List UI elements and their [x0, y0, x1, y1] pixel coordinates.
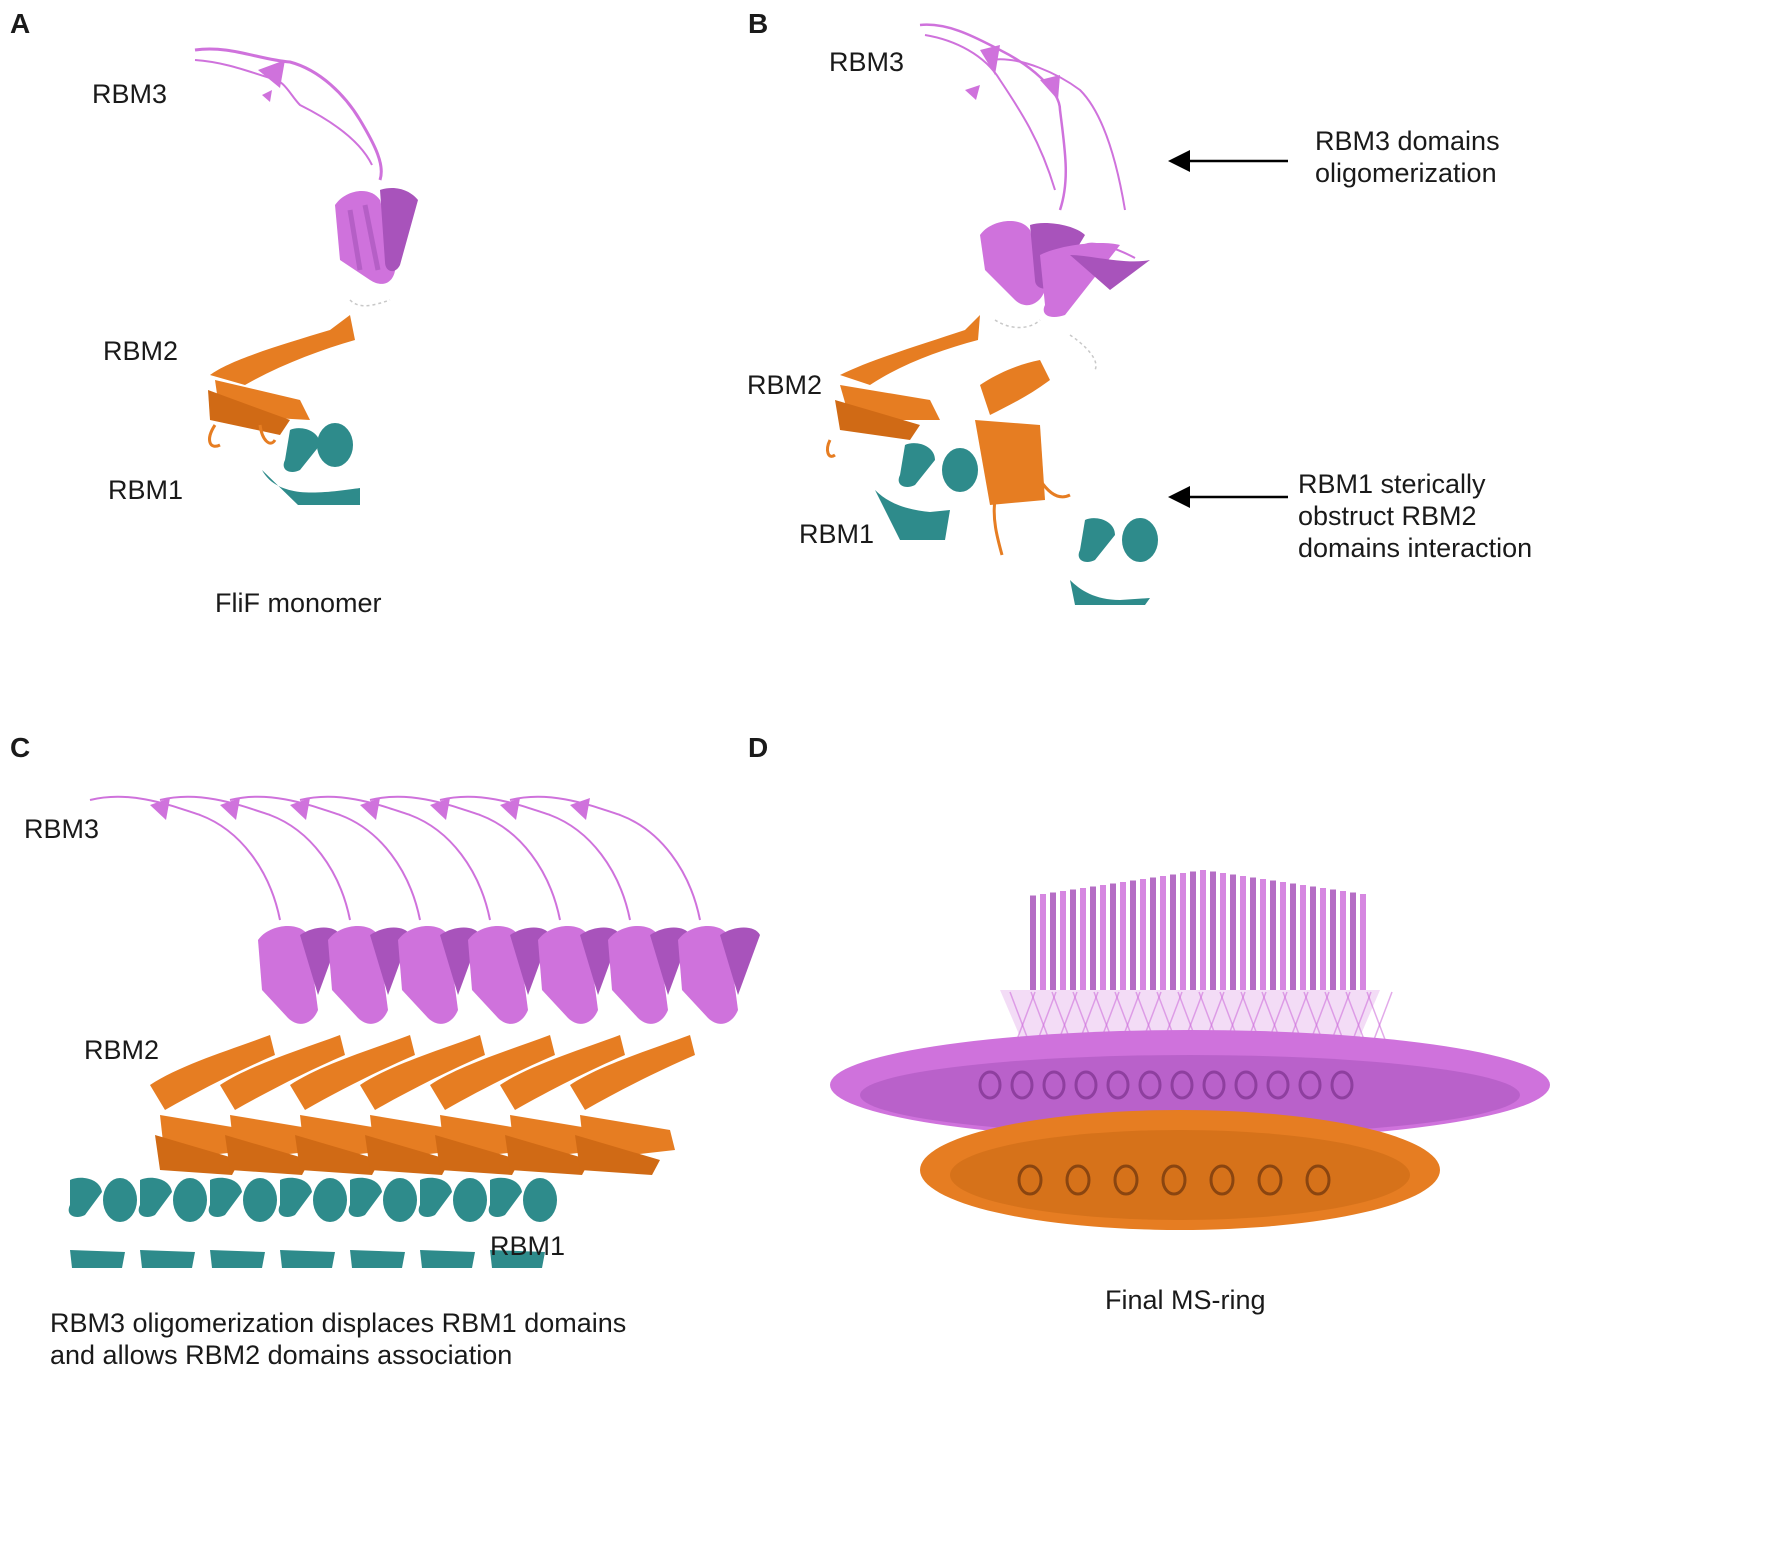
dimer-structure: [826, 23, 1288, 605]
caption-a: FliF monomer: [215, 588, 382, 618]
panel-letter: D: [748, 732, 769, 763]
arrow-top: [1168, 150, 1288, 172]
subunit: [488, 795, 760, 1268]
label-rbm2: RBM2: [84, 1035, 160, 1065]
rbm3-domain: [194, 47, 418, 284]
panel-a: A RBM3 RBM2 RBM1 FliF monomer: [0, 0, 880, 700]
rbm3-domain: [919, 23, 1150, 317]
caption-d: Final MS-ring: [1105, 1285, 1266, 1315]
caption-c-line2: and allows RBM2 domains association: [50, 1340, 513, 1370]
rbm1-domain: [875, 443, 1158, 605]
oligomer-structure: [68, 795, 760, 1268]
arrow-bottom: [1168, 486, 1288, 508]
label-rbm3: RBM3: [829, 47, 905, 77]
annotation-bottom-line2: obstruct RBM2: [1298, 501, 1477, 531]
label-rbm1: RBM1: [490, 1231, 566, 1261]
caption-c-line1: RBM3 oligomerization displaces RBM1 doma…: [50, 1308, 627, 1338]
panel-d: D Final MS-ring: [740, 720, 1775, 1550]
subunit: [278, 795, 550, 1268]
fliF-monomer-structure: [194, 47, 418, 505]
annotation-top-line1: RBM3 domains: [1315, 126, 1500, 156]
rbm2-domain: [208, 315, 355, 448]
subunit: [68, 795, 340, 1268]
ms-ring-structure: [830, 870, 1550, 1230]
label-rbm1: RBM1: [108, 475, 184, 505]
label-rbm2: RBM2: [747, 370, 823, 400]
label-rbm3: RBM3: [92, 79, 168, 109]
subunit: [138, 795, 410, 1268]
panel-letter: C: [10, 732, 31, 763]
annotation-bottom-line3: domains interaction: [1298, 533, 1533, 563]
panel-b: B: [740, 0, 1775, 700]
label-rbm1: RBM1: [799, 519, 875, 549]
panel-c: C RBM3 RBM2 RBM1 RBM3 oligomerization di…: [0, 720, 780, 1550]
panel-letter: A: [10, 8, 31, 39]
annotation-top-line2: oligomerization: [1315, 158, 1497, 188]
label-rbm3: RBM3: [24, 814, 100, 844]
panel-letter: B: [748, 8, 769, 39]
linker: [994, 319, 1097, 371]
rbm2-domain: [826, 315, 1071, 556]
label-rbm2: RBM2: [103, 336, 179, 366]
subunit: [418, 795, 690, 1268]
rbm1-domain: [262, 423, 360, 505]
annotation-bottom-line1: RBM1 sterically: [1298, 469, 1486, 499]
linker: [349, 299, 391, 307]
ms-ring: [830, 870, 1550, 1230]
